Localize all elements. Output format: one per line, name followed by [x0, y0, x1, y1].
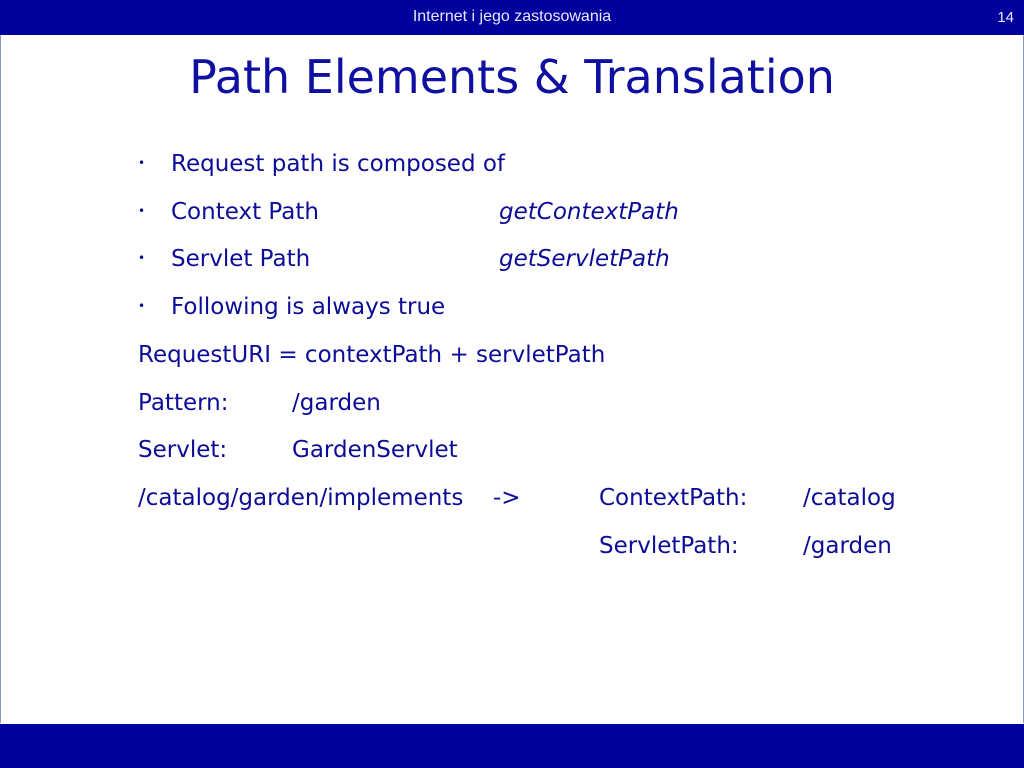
footer-bar [0, 724, 1024, 768]
slide-frame [0, 35, 1024, 723]
slide-number: 14 [997, 9, 1014, 26]
servlet-label: Servlet: [138, 437, 228, 463]
context-path-label: ContextPath: [599, 485, 748, 511]
pattern-label: Pattern: [138, 390, 229, 416]
formula-line: RequestURI = contextPath + servletPath [138, 342, 605, 372]
formula-text: RequestURI = contextPath + servletPath [138, 342, 606, 368]
servlet-path-value: /garden [803, 533, 892, 559]
bullet-icon: • [138, 156, 146, 170]
course-title: Internet i jego zastosowania [412, 8, 612, 25]
bullet-text: Context Path [171, 199, 319, 225]
example-uri: /catalog/garden/implements [138, 485, 464, 511]
method-name: getServletPath [499, 246, 670, 272]
bullet-icon: • [138, 251, 146, 265]
bullet-text: Request path is composed of [171, 151, 506, 177]
arrow-text: -> [493, 485, 521, 511]
servlet-path-label: ServletPath: [599, 533, 739, 559]
bullet-icon: • [138, 204, 146, 218]
context-path-value: /catalog [803, 485, 896, 511]
bullet-text: Servlet Path [171, 246, 311, 272]
bullet-text: Following is always true [171, 294, 446, 320]
pattern-value: /garden [292, 390, 381, 416]
slide-title: Path Elements & Translation [189, 50, 835, 104]
method-name: getContextPath [499, 199, 679, 225]
servlet-value: GardenServlet [292, 437, 458, 463]
bullet-icon: • [138, 299, 146, 313]
header-bar: Internet i jego zastosowania 14 [0, 0, 1024, 35]
